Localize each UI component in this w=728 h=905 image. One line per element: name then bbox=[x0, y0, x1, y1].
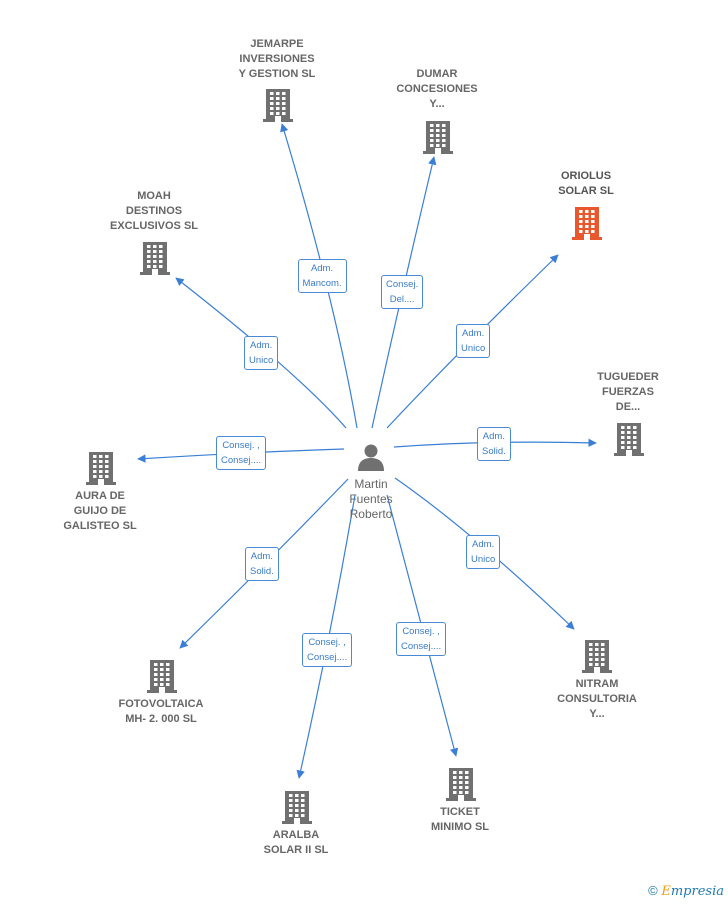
relation-label-dumar[interactable]: Consej. Del.... bbox=[381, 275, 424, 309]
company-name-oriolus[interactable]: ORIOLUS SOLAR SL bbox=[558, 170, 614, 197]
relation-label-aralba[interactable]: Consej. , Consej.... bbox=[302, 633, 353, 667]
building-icon[interactable] bbox=[570, 204, 604, 240]
relation-label-aura[interactable]: Consej. , Consej.... bbox=[216, 436, 267, 470]
building-icon[interactable] bbox=[84, 449, 118, 485]
company-name-aura[interactable]: AURA DE GUIJO DE GALISTEO SL bbox=[63, 490, 137, 532]
company-name-ticket[interactable]: TICKET MINIMO SL bbox=[430, 806, 490, 833]
relation-label-jemarpe[interactable]: Adm. Mancom. bbox=[297, 259, 347, 293]
relation-label-nitram[interactable]: Adm. Unico bbox=[466, 535, 501, 569]
company-name-jemarpe[interactable]: JEMARPE INVERSIONES Y GESTION SL bbox=[238, 38, 316, 80]
building-icon[interactable] bbox=[261, 86, 295, 122]
relation-label-ticket[interactable]: Consej. , Consej.... bbox=[396, 622, 447, 656]
building-icon[interactable] bbox=[145, 657, 179, 693]
center-person-name[interactable]: Martin Fuentes Roberto bbox=[349, 477, 393, 521]
company-name-nitram[interactable]: NITRAM CONSULTORIA Y... bbox=[557, 678, 637, 720]
edge-moah bbox=[175, 277, 347, 429]
building-icon[interactable] bbox=[580, 637, 614, 673]
building-icon[interactable] bbox=[444, 765, 478, 801]
brand-initial: E bbox=[661, 884, 671, 899]
building-icon[interactable] bbox=[612, 420, 646, 456]
empresia-watermark: © Empresia bbox=[648, 883, 724, 899]
company-name-fotovoltaica[interactable]: FOTOVOLTAICA MH- 2. 000 SL bbox=[118, 698, 204, 725]
company-name-dumar[interactable]: DUMAR CONCESIONES Y... bbox=[396, 68, 478, 110]
relation-label-moah[interactable]: Adm. Unico bbox=[244, 336, 279, 370]
relation-label-tugueder[interactable]: Adm. Solid. bbox=[477, 427, 511, 461]
building-icon[interactable] bbox=[280, 788, 314, 824]
center-person[interactable] bbox=[356, 442, 386, 472]
building-icon[interactable] bbox=[421, 118, 455, 154]
company-name-moah[interactable]: MOAH DESTINOS EXCLUSIVOS SL bbox=[109, 190, 199, 232]
copyright-symbol: © bbox=[648, 883, 658, 898]
relation-label-fotovoltaica[interactable]: Adm. Solid. bbox=[245, 547, 279, 581]
building-icon[interactable] bbox=[138, 239, 172, 275]
person-icon bbox=[358, 444, 384, 471]
company-name-tugueder[interactable]: TUGUEDER FUERZAS DE... bbox=[597, 371, 659, 413]
relation-label-oriolus[interactable]: Adm. Unico bbox=[456, 324, 491, 358]
company-name-aralba[interactable]: ARALBA SOLAR II SL bbox=[263, 829, 329, 856]
brand-rest: mpresia bbox=[670, 884, 724, 899]
